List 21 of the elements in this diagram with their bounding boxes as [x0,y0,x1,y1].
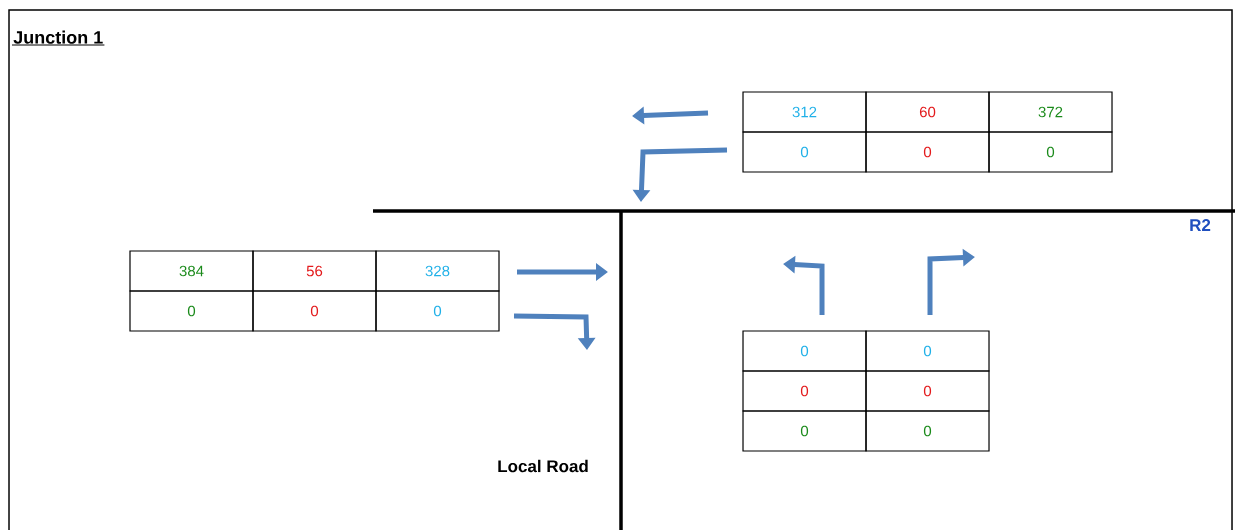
table-cell: 0 [129,290,254,332]
table-cell: 0 [252,290,377,332]
table-cell: 0 [865,370,990,412]
table-cell: 0 [865,410,990,452]
table-cell: 0 [865,131,990,173]
road-name: R2 [1190,219,1211,231]
table-cell: 0 [742,330,867,372]
table-cell: 60 [865,91,990,133]
table-cell: 56 [252,250,377,292]
table-cell: 0 [742,131,867,173]
table-cell: 0 [865,330,990,372]
table-cell: 384 [129,250,254,292]
table-cell: 0 [988,131,1113,173]
title: Junction 1 [11,30,105,46]
table-cell: 0 [742,410,867,452]
table-cell: 312 [742,91,867,133]
table-cell: 328 [375,250,500,292]
table-cell: 0 [742,370,867,412]
table-cell: 0 [375,290,500,332]
table-cell: 372 [988,91,1113,133]
road-name: Local Road [498,459,588,473]
